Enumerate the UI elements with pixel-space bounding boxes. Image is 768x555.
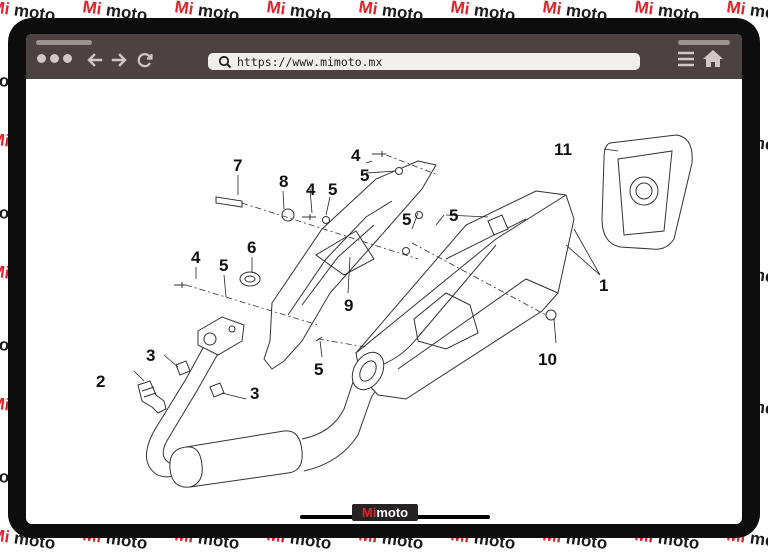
back-arrow-icon[interactable] [86, 51, 104, 69]
toolbar-pill-left [36, 40, 92, 45]
window-dots-icon[interactable] [37, 54, 72, 63]
reload-icon[interactable] [136, 51, 154, 69]
callout-4: 4 [191, 248, 201, 267]
watermark-logo-text: Mi moto [0, 327, 11, 355]
forward-arrow-icon[interactable] [110, 51, 128, 69]
callout-9: 9 [344, 296, 353, 315]
callout-10: 10 [538, 350, 557, 369]
address-bar[interactable]: https://www.mimoto.mx [208, 53, 640, 70]
watermark-logo-text: Mi moto [0, 63, 11, 91]
callout-3: 3 [250, 384, 259, 403]
end-cap [601, 134, 693, 250]
o2-sensor [137, 380, 167, 414]
leader-lines [133, 148, 619, 400]
watermark-logo-text: Mi moto [725, 0, 768, 25]
callout-5: 5 [328, 180, 337, 199]
toolbar-pill-right [678, 40, 730, 45]
search-icon [218, 55, 232, 68]
callout-8: 8 [279, 172, 288, 191]
watermark-logo-text: Mi moto [0, 195, 11, 223]
callout-labels: 1 2 3 3 4 4 4 5 5 5 5 5 5 6 7 8 9 10 11 [96, 140, 608, 403]
callout-6: 6 [247, 238, 256, 257]
callout-5: 5 [402, 210, 411, 229]
home-icon[interactable] [702, 48, 724, 68]
assembly-lines [185, 154, 547, 348]
menu-icon[interactable] [676, 49, 696, 69]
muffler [351, 190, 575, 400]
watermark-logo-text: Mi moto [0, 459, 11, 487]
browser-toolbar: https://www.mimoto.mx [26, 34, 742, 79]
callout-2: 2 [96, 372, 105, 391]
callout-5: 5 [449, 206, 458, 225]
callout-5: 5 [360, 166, 369, 185]
callout-5: 5 [314, 360, 323, 379]
callout-4: 4 [306, 180, 316, 199]
exhaust-pipe [146, 316, 387, 488]
callout-3: 3 [146, 346, 155, 365]
callout-1: 1 [599, 276, 608, 295]
browser-screen: https://www.mimoto.mx [26, 34, 742, 524]
callout-7: 7 [233, 156, 242, 175]
url-text: https://www.mimoto.mx [237, 54, 383, 69]
callout-4: 4 [351, 146, 361, 165]
callout-11: 11 [554, 140, 572, 159]
fasteners [174, 151, 557, 398]
heat-shield [263, 160, 437, 370]
exhaust-parts-diagram: 1 2 3 3 4 4 4 5 5 5 5 5 5 6 7 8 9 10 11 [96, 134, 693, 488]
tablet-frame: https://www.mimoto.mx [8, 18, 760, 538]
callout-5: 5 [219, 256, 228, 275]
